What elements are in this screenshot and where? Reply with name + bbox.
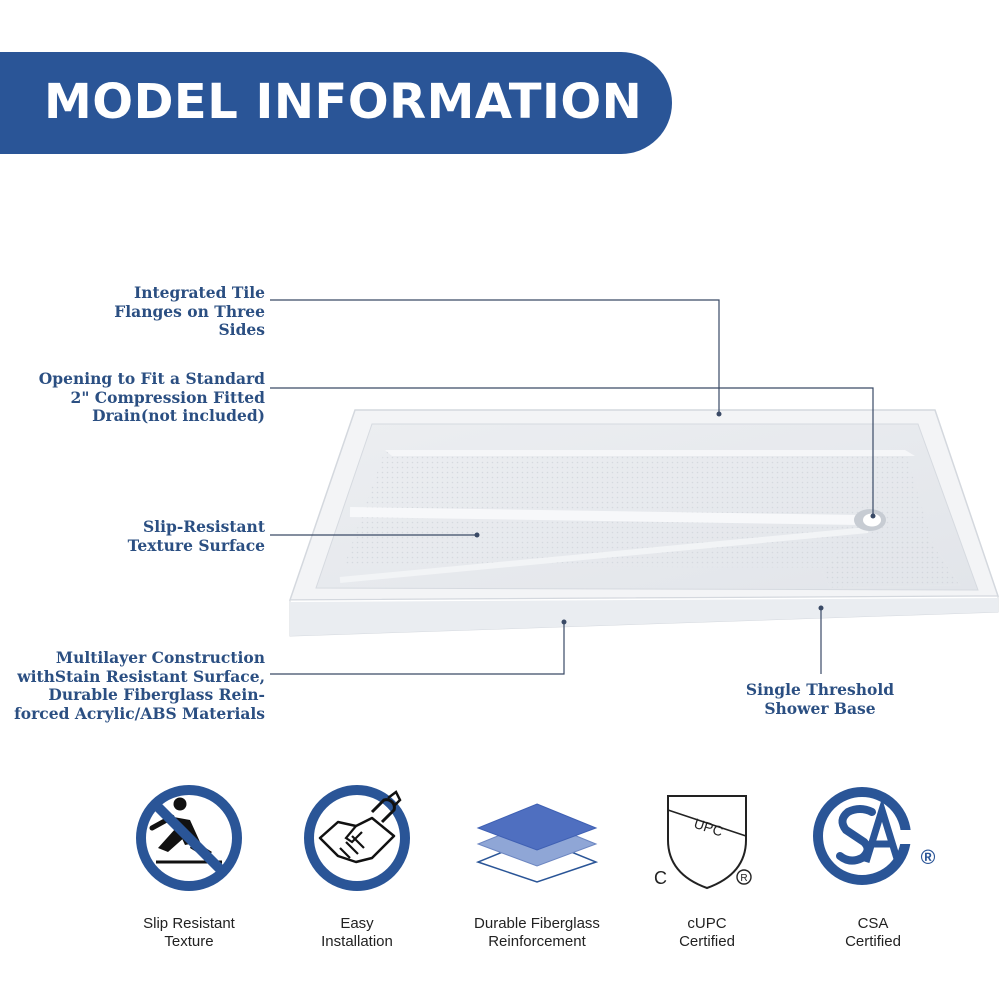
callout-line: Sides bbox=[218, 320, 265, 339]
callout-line: Durable Fiberglass Rein- bbox=[48, 685, 265, 704]
callout-construction: Multilayer Construction withStain Resist… bbox=[10, 648, 265, 723]
feature-line: CSA bbox=[857, 915, 889, 932]
callout-line: withStain Resistant Surface, bbox=[17, 666, 265, 686]
feature-line: Durable Fiberglass bbox=[474, 915, 600, 932]
callout-line: Integrated Tile bbox=[133, 283, 265, 302]
callout-tile-flanges: Integrated Tile Flanges on Three Sides bbox=[60, 283, 265, 340]
feature-line: cUPC bbox=[687, 915, 727, 932]
feature-line: Certified bbox=[679, 933, 735, 950]
callout-line: Opening to Fit a Standard bbox=[38, 369, 265, 388]
feature-line: Slip Resistant bbox=[143, 915, 235, 932]
slip-resistant-icon bbox=[136, 785, 242, 891]
feature-label-slip-resistant: Slip Resistant Texture bbox=[109, 915, 269, 951]
callout-line: forced Acrylic/ABS Materials bbox=[14, 703, 265, 723]
svg-text:R: R bbox=[740, 873, 747, 884]
title-banner bbox=[0, 52, 672, 154]
feature-label-cupc: cUPC Certified bbox=[627, 915, 787, 951]
csa-logo-icon: ® bbox=[813, 787, 936, 885]
feature-line: Easy bbox=[340, 915, 374, 932]
callout-line: Shower Base bbox=[764, 698, 876, 718]
fiberglass-layers-icon bbox=[475, 803, 599, 883]
feature-label-easy-installation: Easy Installation bbox=[277, 915, 437, 951]
callout-line: Texture Surface bbox=[127, 535, 265, 555]
callout-line: Multilayer Construction bbox=[55, 648, 265, 667]
upc-logo-text: UPC bbox=[692, 815, 725, 839]
callout-line: 2" Compression Fitted bbox=[70, 387, 265, 407]
page-title: MODEL INFORMATION bbox=[44, 74, 643, 130]
callout-threshold: Single Threshold Shower Base bbox=[720, 680, 920, 718]
feature-label-csa: CSA Certified bbox=[793, 915, 953, 951]
leader-lines bbox=[270, 299, 874, 675]
feature-line: Texture bbox=[164, 933, 214, 950]
handshake-wrench-icon bbox=[304, 785, 410, 891]
callout-line: Drain(not included) bbox=[92, 406, 265, 425]
feature-line: Installation bbox=[321, 933, 393, 950]
feature-line: Certified bbox=[845, 933, 901, 950]
feature-label-fiberglass: Durable Fiberglass Reinforcement bbox=[457, 915, 617, 951]
csa-registered-mark: ® bbox=[921, 847, 936, 869]
shower-base bbox=[288, 409, 1000, 637]
callout-line: Single Threshold bbox=[745, 680, 895, 699]
callout-line: Flanges on Three bbox=[114, 301, 265, 321]
cupc-c-text: C bbox=[654, 868, 667, 888]
cupc-shield-icon: UPC C R bbox=[654, 795, 752, 890]
callout-line: Slip-Resistant bbox=[143, 517, 265, 536]
feature-line: Reinforcement bbox=[488, 933, 586, 950]
callout-drain-opening: Opening to Fit a Standard 2" Compression… bbox=[20, 369, 265, 426]
callout-slip-texture: Slip-Resistant Texture Surface bbox=[60, 517, 265, 555]
